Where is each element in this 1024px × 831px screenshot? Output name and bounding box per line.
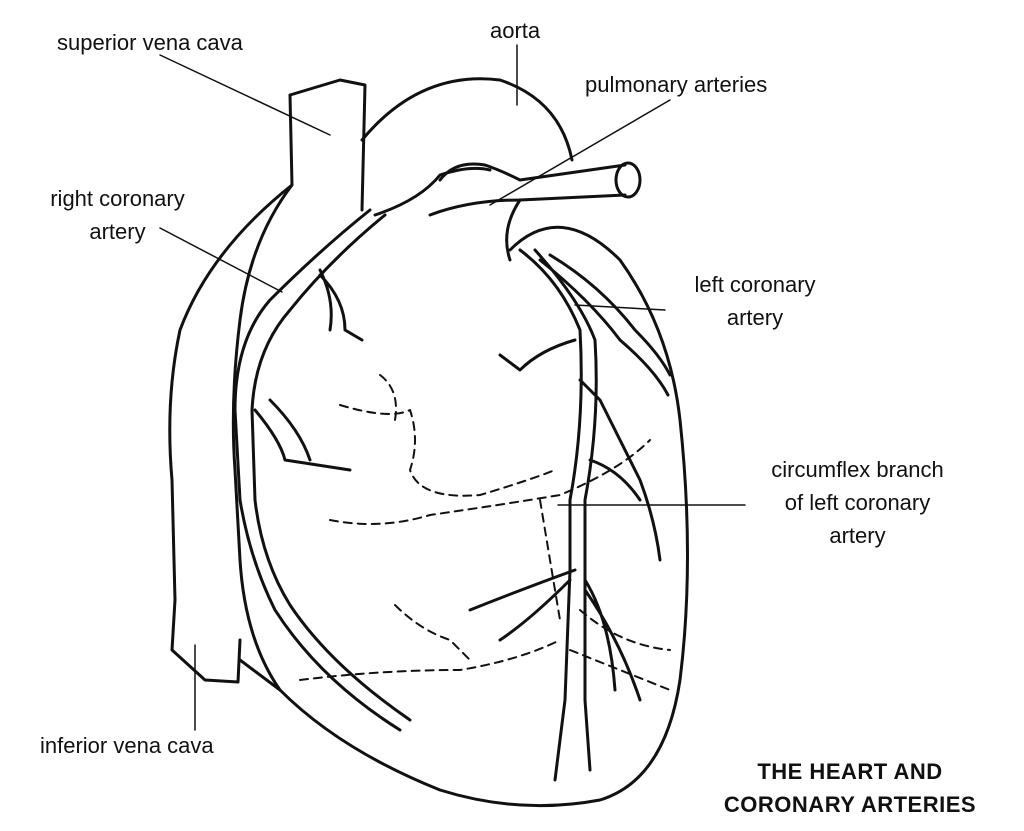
rca-leader-line xyxy=(159,227,283,293)
label-line: artery xyxy=(89,219,146,244)
label-inferior-vena-cava: inferior vena cava xyxy=(40,733,214,758)
right-coronary-artery-shape xyxy=(233,208,412,732)
label-aorta: aorta xyxy=(490,18,541,43)
lad-branches xyxy=(468,338,662,702)
pulmonary-leader-line xyxy=(489,99,671,206)
title-line: THE HEART AND xyxy=(757,759,943,784)
leader-lines xyxy=(159,44,746,731)
posterior-vessels-dashed xyxy=(299,374,671,691)
circumflex-branch-shape xyxy=(538,253,672,397)
label-line: artery xyxy=(726,305,784,330)
title-line: CORONARY ARTERIES xyxy=(723,792,977,817)
label-superior-vena-cava: superior vena cava xyxy=(57,30,243,55)
label-right-coronary-artery: right coronary artery xyxy=(20,182,215,248)
label-line: of left coronary xyxy=(784,490,931,515)
pulmonary-artery-shape xyxy=(428,162,627,262)
superior-vena-cava-shape xyxy=(168,78,367,684)
label-left-coronary-artery: left coronary artery xyxy=(665,268,845,334)
heart-outline xyxy=(238,225,689,808)
rca-branches xyxy=(253,268,364,472)
diagram-title: THE HEART AND CORONARY ARTERIES xyxy=(680,755,1020,821)
label-line: right coronary xyxy=(50,186,185,211)
label-line: artery xyxy=(829,523,886,548)
label-pulmonary-arteries: pulmonary arteries xyxy=(585,72,768,97)
left-coronary-artery-shape xyxy=(518,248,598,782)
label-line: circumflex branch xyxy=(771,457,944,482)
svc-leader-line xyxy=(159,54,331,136)
label-circumflex-branch: circumflex branch of left coronary arter… xyxy=(735,453,980,552)
pulmonary-artery-opening xyxy=(614,161,642,199)
right-atrium-outline xyxy=(231,183,294,692)
label-line: left coronary xyxy=(694,272,816,297)
aorta-shape xyxy=(360,77,574,217)
lca-leader-line xyxy=(574,304,666,311)
